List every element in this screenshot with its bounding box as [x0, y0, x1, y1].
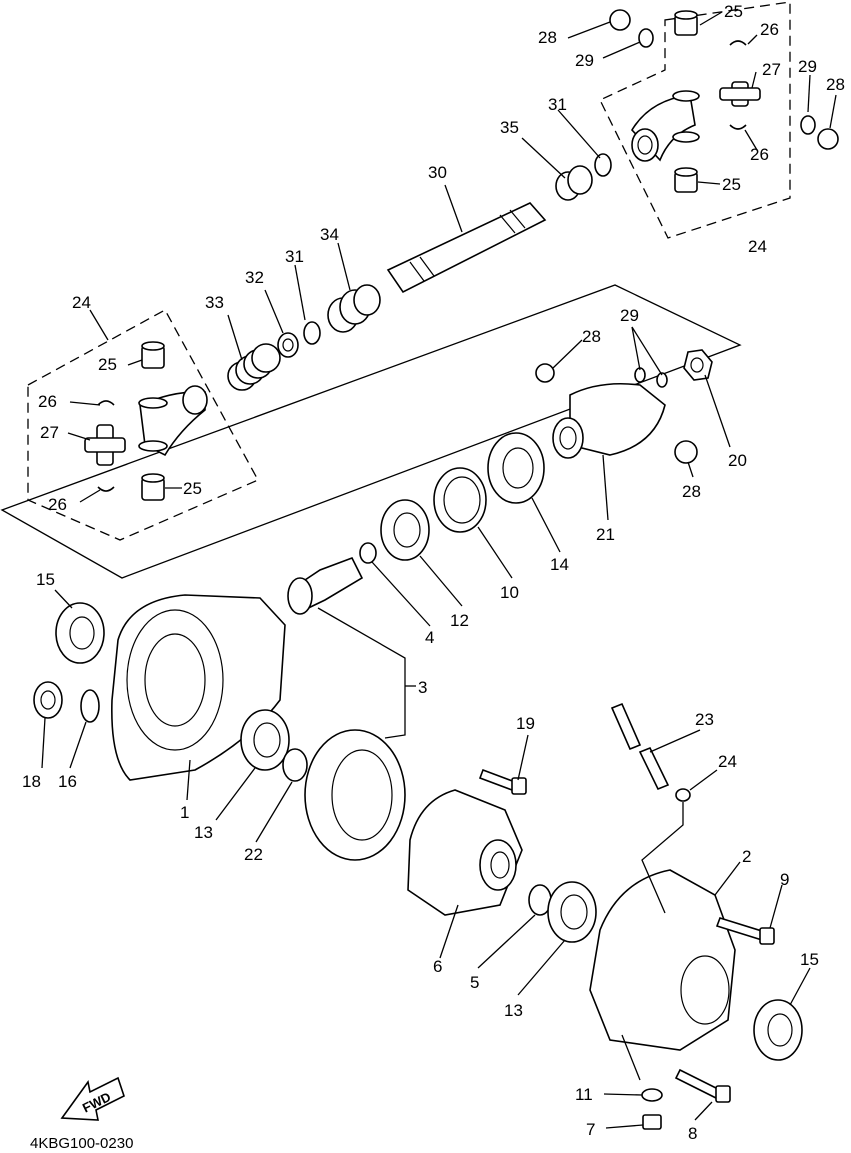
left-bearing-caps [97, 341, 165, 501]
left-joint-group [27, 309, 259, 541]
callout-29: 29 [620, 306, 639, 325]
upper-clips [638, 28, 816, 135]
callout-10: 10 [500, 583, 519, 602]
leader-lines [41, 11, 837, 1129]
callout-26: 26 [750, 145, 769, 164]
callout-14: 14 [550, 555, 569, 574]
callout-33: 33 [205, 293, 224, 312]
callout-28: 28 [682, 482, 701, 501]
callout-20: 21 [596, 525, 615, 544]
callout-29: 29 [575, 51, 594, 70]
circlip-31-upper [594, 153, 612, 177]
callout-labels: 28 25 26 29 27 29 28 31 35 26 30 25 34 2… [22, 2, 845, 1143]
callout-32: 32 [245, 268, 264, 287]
bolt-9 [715, 917, 775, 945]
upper-right-joint-group [599, 1, 791, 239]
nut-17 [33, 681, 63, 719]
callout-11: 11 [575, 1085, 593, 1104]
spring [227, 343, 281, 391]
left-yoke [138, 385, 208, 457]
callout-15: 15 [36, 570, 55, 589]
callout-17: 18 [22, 772, 41, 791]
differential-6 [407, 789, 523, 916]
callout-3: 3 [418, 678, 427, 697]
ring-gear [304, 729, 406, 861]
callout-26: 26 [38, 392, 57, 411]
callout-21: 22 [244, 845, 263, 864]
boot-34 [327, 284, 381, 333]
plug-23 [675, 788, 691, 802]
callout-28: 28 [826, 75, 845, 94]
callout-19: 20 [728, 451, 747, 470]
callout-13: 13 [504, 1001, 523, 1020]
callout-23: 24 [718, 752, 737, 771]
middle-assembly-group [0, 284, 742, 579]
bolt-18 [478, 768, 527, 795]
callout-15: 15 [800, 950, 819, 969]
callout-6: 6 [433, 957, 442, 976]
oil-seal-15-right [753, 999, 803, 1061]
cover-2 [589, 869, 736, 1051]
callout-16: 16 [58, 772, 77, 791]
diagram-code: 4KBG100-0230 [30, 1135, 133, 1152]
callout-9: 9 [780, 870, 789, 889]
callout-7: 7 [586, 1120, 595, 1139]
bolt-8 [674, 1068, 731, 1103]
callout-25: 25 [722, 175, 741, 194]
pins-22 [610, 702, 670, 791]
callout-26: 26 [760, 20, 779, 39]
callout-31: 31 [285, 247, 304, 266]
callout-27: 27 [40, 423, 59, 442]
upper-bearing-caps [609, 9, 839, 193]
shim-4 [359, 542, 377, 564]
callout-30: 30 [428, 163, 447, 182]
bearing-13-left [240, 709, 290, 771]
callout-25: 25 [98, 355, 117, 374]
callout-24: 24 [72, 293, 91, 312]
callout-4: 4 [425, 628, 434, 647]
callout-25: 25 [183, 479, 202, 498]
circlip-31-lower [303, 321, 321, 345]
callout-2: 2 [742, 847, 751, 866]
oil-seal-14 [487, 432, 545, 504]
callout-18: 19 [516, 714, 535, 733]
callout-27: 27 [762, 60, 781, 79]
pinion-gear [287, 556, 364, 615]
callout-12: 12 [450, 611, 469, 630]
washer-11 [641, 1088, 663, 1102]
left-spider [84, 424, 126, 466]
shim-21 [282, 748, 308, 782]
ring-10 [433, 467, 487, 533]
washer-32 [277, 332, 299, 358]
callout-29: 29 [798, 57, 817, 76]
drain-bolt-7 [642, 1114, 662, 1130]
upper-yoke [631, 90, 700, 162]
upper-spider [719, 81, 761, 107]
oil-seal-15-left [55, 602, 105, 664]
nut-19 [683, 349, 713, 381]
callout-34: 34 [320, 225, 339, 244]
bearing-13-right [547, 881, 597, 943]
callout-26: 26 [48, 495, 67, 514]
drive-shaft [386, 202, 547, 294]
callout-5: 5 [470, 973, 479, 992]
callout-22: 23 [695, 710, 714, 729]
middle-bushings [535, 363, 698, 464]
callout-28: 28 [582, 327, 601, 346]
callout-24: 24 [748, 237, 767, 256]
callout-1: 1 [180, 803, 189, 822]
collar-35 [555, 165, 593, 201]
fwd-arrow-icon: FWD [60, 1076, 125, 1121]
callout-8: 8 [688, 1124, 697, 1143]
callout-35: 35 [500, 118, 519, 137]
bearing-12 [380, 499, 430, 561]
callout-28: 28 [538, 28, 557, 47]
joint-flange-20 [552, 382, 666, 459]
callout-13: 13 [194, 823, 213, 842]
o-ring-16 [80, 689, 100, 723]
callout-25: 25 [724, 2, 743, 21]
callout-31: 31 [548, 95, 567, 114]
